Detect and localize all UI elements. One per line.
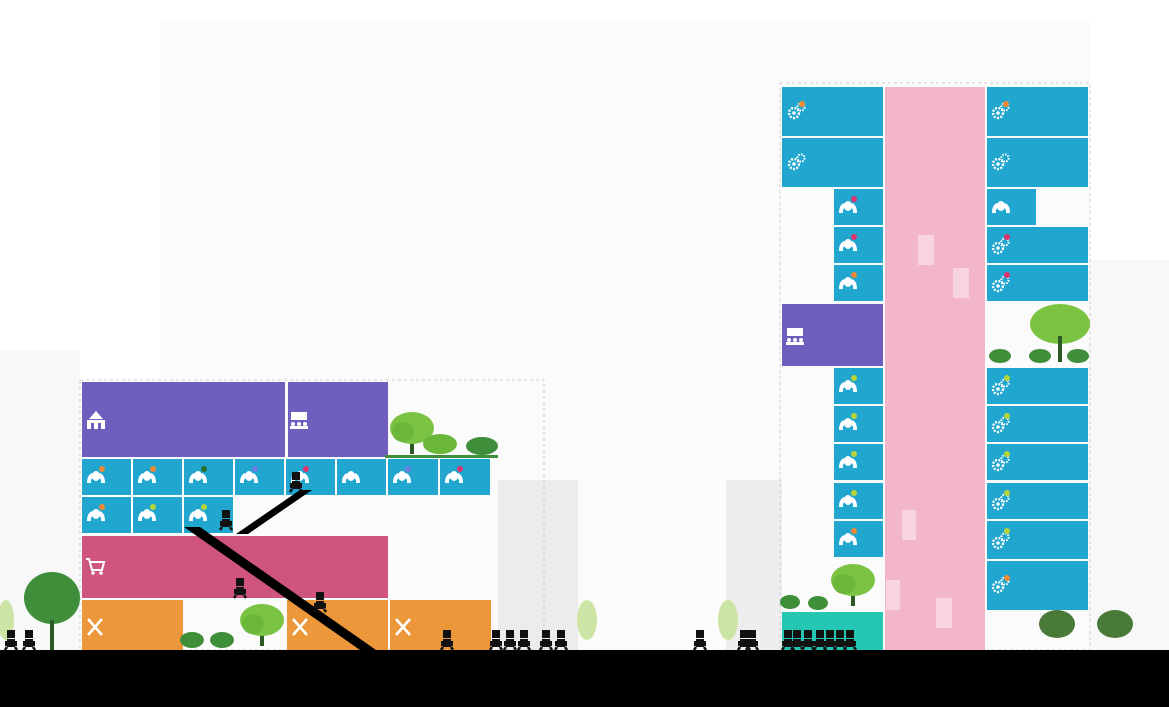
food-unit (390, 600, 491, 650)
vertical-core (885, 87, 985, 650)
care-row-2 (82, 497, 233, 533)
escalator (236, 490, 312, 534)
retail-unit (82, 536, 388, 598)
office-unit (82, 382, 285, 457)
ground (0, 650, 1169, 707)
trees (0, 304, 1133, 650)
tower-right-column (987, 87, 1088, 610)
food-unit (82, 600, 183, 650)
escalator (184, 527, 376, 650)
left-building (82, 382, 491, 650)
icon-accent-dots (99, 101, 1010, 581)
care-row-1 (82, 459, 490, 495)
